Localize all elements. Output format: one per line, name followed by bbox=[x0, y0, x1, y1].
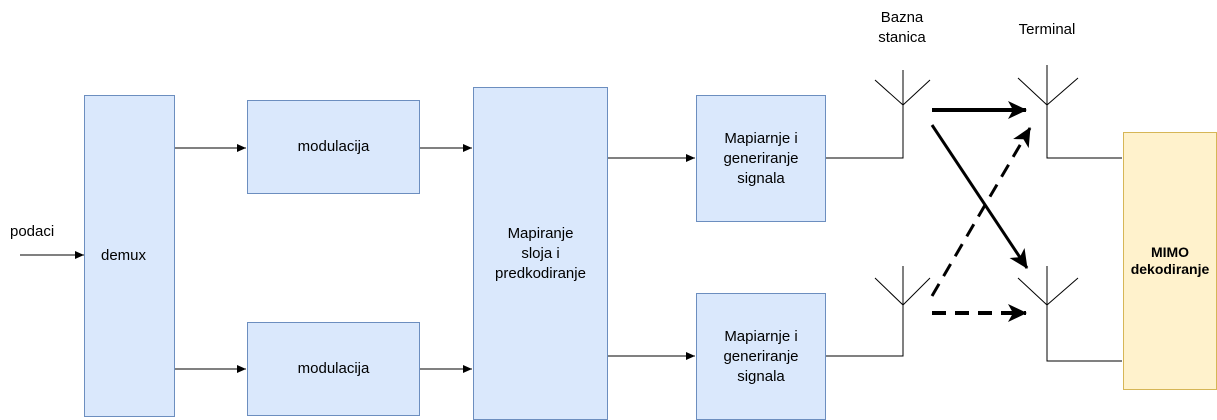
antenna-top-to-mimo-line bbox=[1046, 105, 1122, 159]
antenna-icon bbox=[1017, 266, 1079, 306]
signal-top-to-antenna-line bbox=[826, 105, 904, 159]
demux-block: demux bbox=[84, 95, 175, 417]
input-label: podaci bbox=[10, 223, 55, 240]
modulation-bottom-label: modulacija bbox=[297, 360, 370, 377]
terminal-label: Terminal bbox=[1018, 21, 1076, 38]
antenna-icon bbox=[874, 70, 931, 106]
mimo-decoder-label: MIMO dekodiranje bbox=[1130, 244, 1210, 277]
link-arrow-dashed-diagonal bbox=[930, 127, 1032, 297]
antenna-icon bbox=[874, 266, 931, 306]
demux-label: demux bbox=[101, 247, 147, 264]
mimo-decoder-block: MIMO dekodiranje bbox=[1123, 132, 1217, 390]
antenna-icon bbox=[1017, 65, 1079, 106]
signal-bottom-block: Mapiarnje i generiranje signala bbox=[696, 293, 826, 420]
modulation-bottom-block: modulacija bbox=[247, 322, 420, 416]
signal-top-label: Mapiarnje i generiranje signala bbox=[723, 129, 799, 187]
signal-bottom-label: Mapiarnje i generiranje signala bbox=[723, 327, 799, 385]
layer-mapping-label: Mapiranje sloja i predkodiranje bbox=[495, 224, 586, 282]
signal-bottom-to-antenna-line bbox=[826, 305, 904, 357]
antenna-bottom-to-mimo-line bbox=[1046, 305, 1122, 362]
layer-mapping-block: Mapiranje sloja i predkodiranje bbox=[473, 87, 608, 420]
modulation-top-block: modulacija bbox=[247, 100, 420, 194]
link-arrow-solid-diagonal bbox=[930, 124, 1029, 269]
base-station-label: Bazna stanica bbox=[878, 9, 926, 46]
signal-top-block: Mapiarnje i generiranje signala bbox=[696, 95, 826, 222]
modulation-top-label: modulacija bbox=[297, 138, 370, 155]
